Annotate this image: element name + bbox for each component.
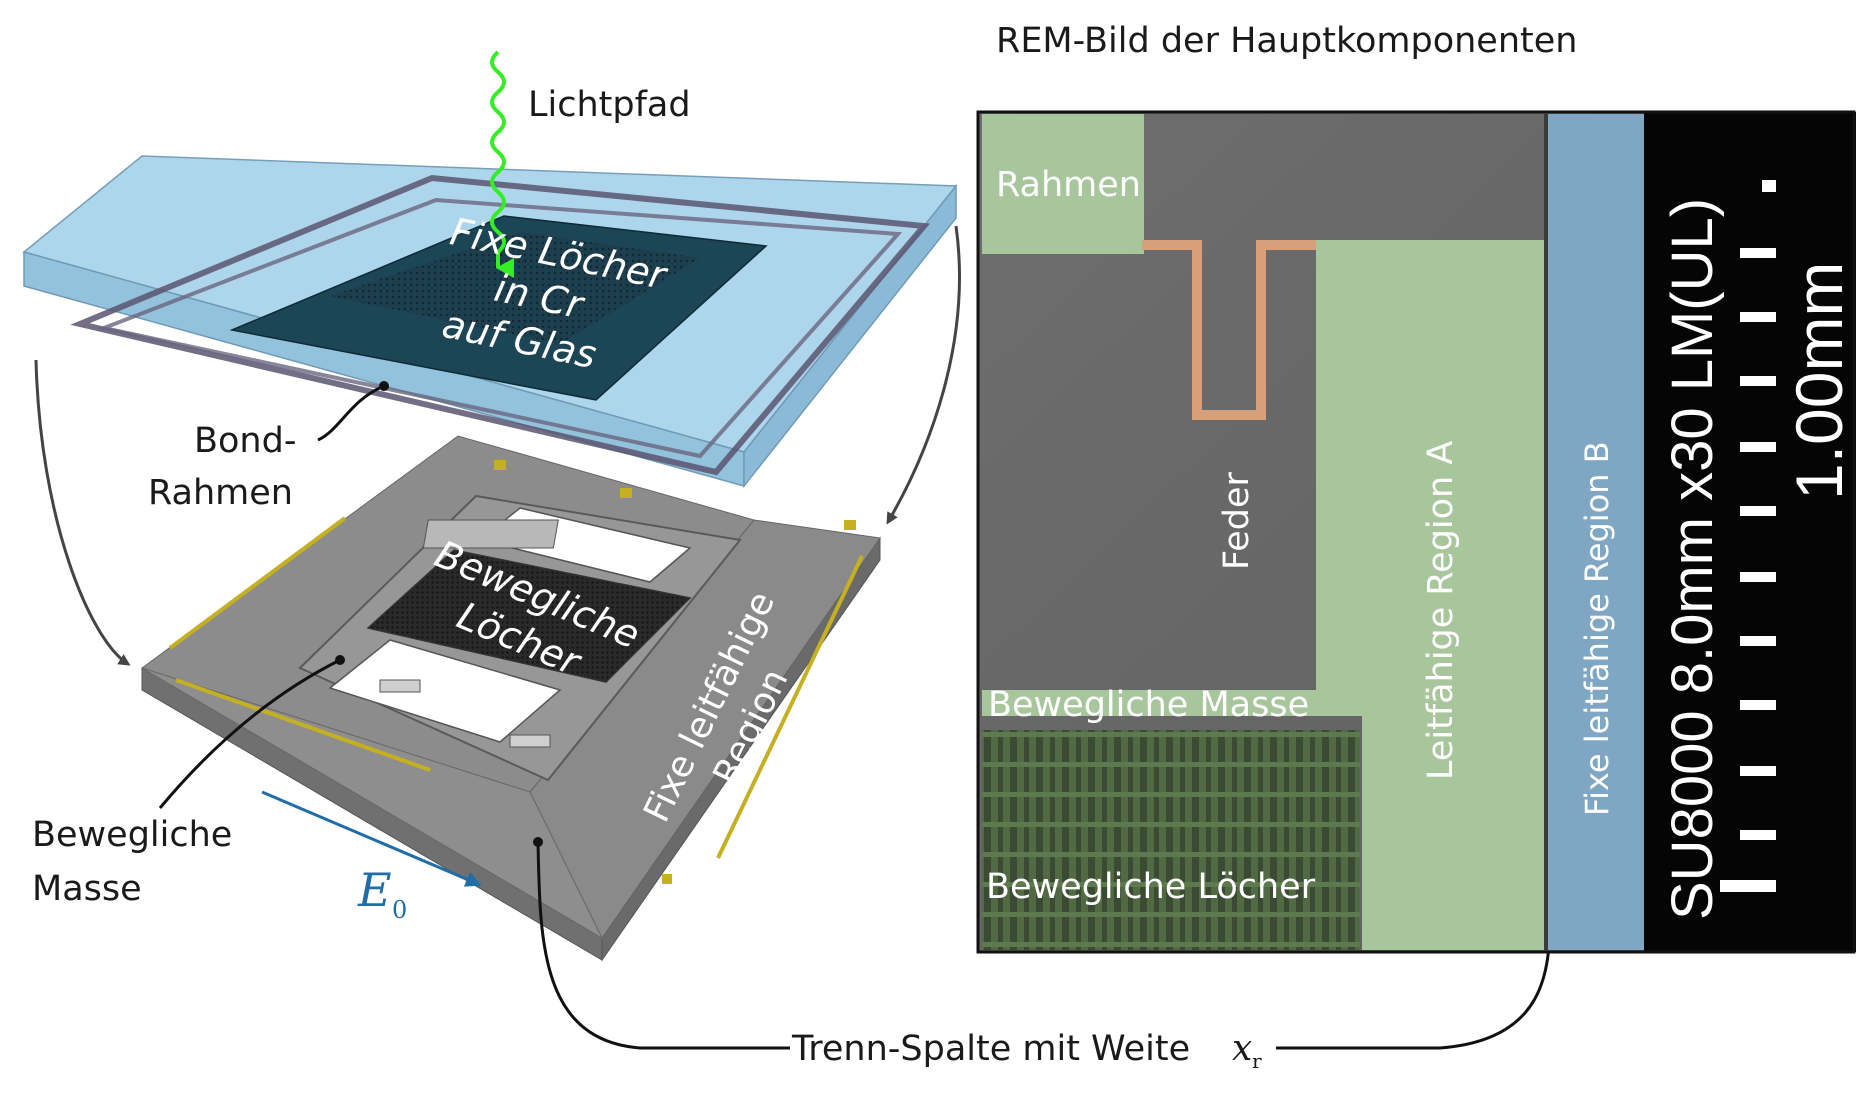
movable-mass-label: Bewegliche Masse [32,815,232,909]
svg-text:Trenn-Spalte mit Weite: Trenn-Spalte mit Weite [791,1029,1190,1069]
scale-ticks [1720,180,1776,892]
sem-region-a-label: Leitfähige Region A [1421,441,1461,780]
sem-region-b-label: Fixe leitfähige Region B [1578,441,1616,816]
bond-frame-label: Bond- Rahmen [148,421,296,513]
svg-text:x: x [1232,1028,1252,1069]
svg-text:E: E [357,863,392,917]
glass-plate [22,155,958,489]
sem-movable-holes-label: Bewegliche Löcher [986,867,1316,907]
bottom-chip [140,435,881,962]
sem-image [976,110,1856,954]
svg-text:Bewegliche: Bewegliche [32,815,232,855]
svg-text:Masse: Masse [32,869,142,909]
sem-title: REM-Bild der Hauptkomponenten [996,21,1577,61]
sem-scale-value: 1.00mm [1782,262,1856,500]
sem-scale-info: SU8000 8.0mm x30 LM(UL) [1660,198,1725,920]
device-illustration [22,50,1555,1050]
right-connection-arrow [886,225,961,525]
svg-text:Rahmen: Rahmen [148,473,293,513]
svg-text:0: 0 [392,896,407,924]
field-arrow [261,790,482,887]
light-path-label: Lichtpfad [528,85,691,125]
sem-spring-label: Feder [1217,471,1257,570]
svg-text:r: r [1252,1049,1262,1073]
light-path-icon [490,50,514,278]
sem-frame-label: Rahmen [996,165,1141,205]
field-label: E 0 [357,863,407,924]
left-connection-arrow [34,359,131,666]
gap-label: Trenn-Spalte mit Weite x r [791,1028,1262,1073]
svg-text:Bond-: Bond- [194,421,296,461]
sem-movable-mass-label: Bewegliche Masse [988,685,1309,725]
